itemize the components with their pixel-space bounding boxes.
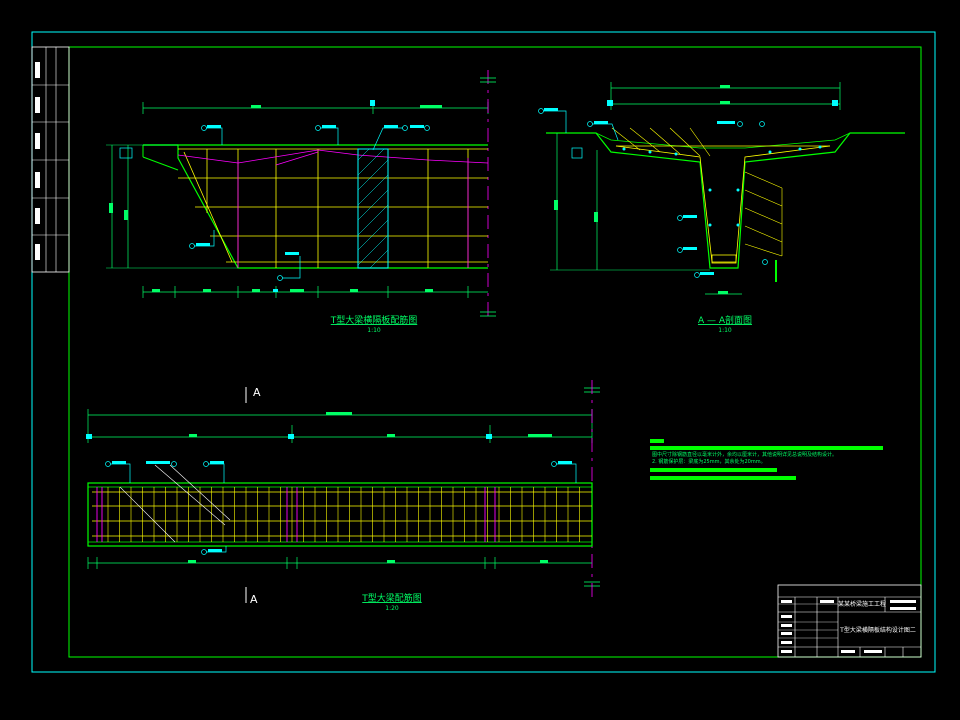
note-line-1: 图中尺寸除钢筋直径以毫米计外，余均以厘米计，其他说明详见总说明及结构设计。 [652,451,837,458]
elevation-view [106,70,496,320]
title-block [777,584,922,658]
outer-frame [31,31,936,673]
plan-scale: 1:20 [385,605,399,612]
section-title: A — A剖面图 [698,314,752,326]
section-scale: 1:10 [718,327,732,334]
plan-view [86,380,600,603]
section-mark-top: A [253,386,261,399]
note-line-2: 2. 钢筋保护层：梁底为25mm，其余处为20mm。 [652,458,766,465]
section-mark-bottom: A [250,593,258,606]
section-view [538,82,905,295]
plan-title: T型大梁配筋图 [361,592,422,604]
elevation-scale: 1:10 [367,327,381,334]
plan-stirrups [107,487,580,542]
drawing-name: T型大梁横隔板结构设计图二 [839,626,916,634]
elevation-title: T型大梁横隔板配筋图 [330,314,418,326]
binding-strip [31,46,70,273]
project-name: 某某桥梁施工工程 [838,600,886,608]
inner-frame [68,46,922,658]
notes-block [650,439,883,480]
